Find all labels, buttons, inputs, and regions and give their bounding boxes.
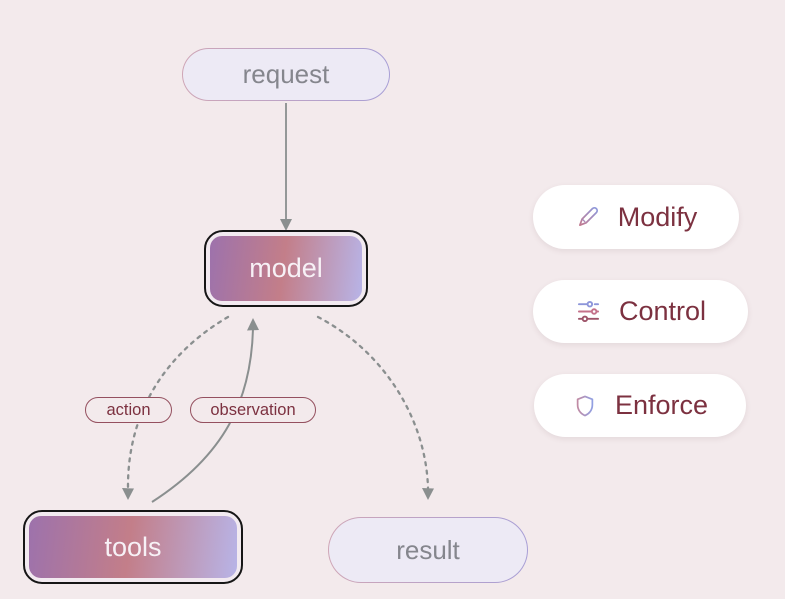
- modify-button-label: Modify: [617, 201, 698, 232]
- control-button-label: Control: [618, 296, 707, 326]
- edge-label-action: action: [85, 397, 172, 423]
- enforce-button[interactable]: Enforce: [534, 374, 746, 437]
- model-to-result-arrow: [316, 315, 430, 490]
- model-to-tools-arrow: [126, 315, 230, 491]
- arrowhead: [247, 318, 259, 331]
- node-tools: tools: [23, 510, 243, 584]
- node-model: model: [204, 230, 368, 307]
- edge-label-observation: observation: [190, 397, 316, 423]
- node-tools-label: tools: [104, 531, 162, 562]
- modify-button[interactable]: Modify: [533, 185, 739, 249]
- sliders-icon: [575, 298, 602, 325]
- node-request: request: [182, 48, 390, 101]
- arrowhead: [280, 219, 292, 231]
- control-button[interactable]: Control: [533, 280, 748, 343]
- arrowhead: [422, 488, 434, 500]
- tools-to-model-arrow: [151, 328, 254, 503]
- node-result: result: [328, 517, 528, 583]
- node-result-label: result: [396, 534, 460, 565]
- enforce-button-label: Enforce: [614, 390, 709, 420]
- node-request-label: request: [242, 59, 330, 89]
- node-model-label: model: [249, 253, 323, 283]
- shield-icon: [572, 393, 598, 419]
- arrowhead: [122, 488, 134, 500]
- pencil-icon: [575, 204, 601, 230]
